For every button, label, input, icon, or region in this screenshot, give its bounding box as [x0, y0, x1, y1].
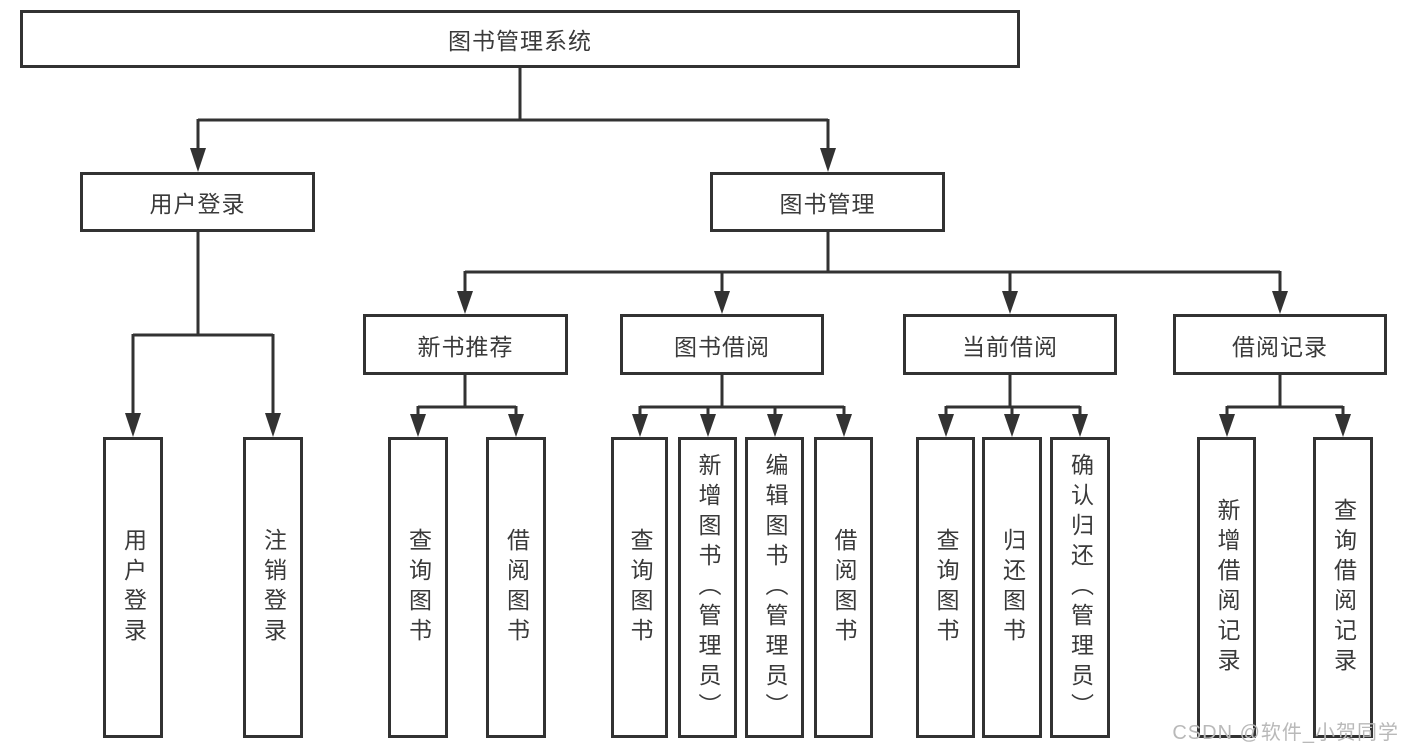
leaf-query-books-borrow: 查询图书 [611, 437, 668, 738]
node-label: 归还图书 [999, 527, 1026, 648]
arrowheads [125, 148, 1351, 437]
node-label: 新增图书（管理员） [695, 452, 721, 723]
node-label: 图书借阅 [674, 333, 770, 360]
node-label: 查询借阅记录 [1330, 497, 1357, 678]
leaf-add-books-admin: 新增图书（管理员） [678, 437, 737, 738]
node-label: 借阅图书 [831, 527, 857, 648]
node-label: 借阅记录 [1232, 333, 1328, 360]
node-label: 当前借阅 [962, 333, 1058, 360]
node-label: 用户登录 [149, 191, 246, 217]
node-book-borrowing: 图书借阅 [620, 314, 824, 375]
node-label: 注销登录 [260, 527, 287, 648]
leaf-logout: 注销登录 [243, 437, 303, 738]
leaf-query-books-current: 查询图书 [916, 437, 975, 738]
leaf-query-borrow-record: 查询借阅记录 [1313, 437, 1373, 738]
leaf-confirm-return-admin: 确认归还（管理员） [1050, 437, 1110, 738]
node-label: 用户登录 [120, 527, 147, 648]
node-user-login: 用户登录 [80, 172, 315, 232]
leaf-return-books: 归还图书 [982, 437, 1042, 738]
node-new-book-recommendation: 新书推荐 [363, 314, 568, 375]
leaf-query-books-recommend: 查询图书 [388, 437, 448, 738]
node-label: 查询图书 [627, 527, 653, 648]
node-library-management-system: 图书管理系统 [20, 10, 1020, 68]
leaf-borrow-books: 借阅图书 [814, 437, 873, 738]
node-label: 编辑图书（管理员） [762, 452, 788, 723]
csdn-watermark: CSDN @软件_小贺同学 [1172, 722, 1399, 744]
node-borrowing-records: 借阅记录 [1173, 314, 1387, 375]
leaf-user-login: 用户登录 [103, 437, 163, 738]
node-label: 新书推荐 [417, 333, 514, 360]
leaf-edit-books-admin: 编辑图书（管理员） [745, 437, 804, 738]
leaf-add-borrow-record: 新增借阅记录 [1197, 437, 1256, 738]
node-label: 新增借阅记录 [1214, 497, 1240, 678]
node-label: 查询图书 [933, 527, 959, 648]
node-book-management: 图书管理 [710, 172, 945, 232]
node-label: 查询图书 [405, 527, 432, 648]
node-label: 确认归还（管理员） [1067, 452, 1094, 723]
node-label: 图书管理系统 [448, 28, 592, 54]
node-label: 借阅图书 [503, 527, 530, 648]
node-label: 图书管理 [779, 191, 876, 217]
leaf-borrow-books-recommend: 借阅图书 [486, 437, 546, 738]
node-current-borrowing: 当前借阅 [903, 314, 1117, 375]
